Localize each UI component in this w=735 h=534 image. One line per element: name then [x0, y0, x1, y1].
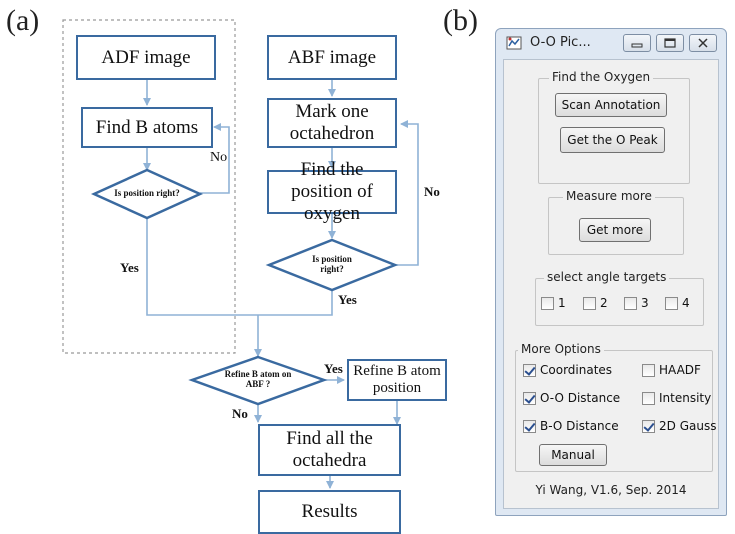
checkbox[interactable] [642, 363, 655, 377]
maximize-button[interactable] [656, 34, 684, 52]
checkbox-haadf[interactable]: HAADF [642, 363, 701, 377]
title-bar[interactable]: O-O Pic... [496, 29, 726, 57]
group-title-more-options: More Options [518, 342, 604, 356]
edge-label-yes-mid: Yes [338, 292, 357, 307]
checkbox[interactable] [523, 391, 536, 405]
maximize-icon [664, 38, 676, 48]
flowchart-connectors [62, 19, 419, 489]
decision-diamond-2 [265, 238, 399, 292]
option-label: Coordinates [540, 363, 613, 377]
option-label: B-O Distance [540, 419, 619, 433]
group-find-oxygen: Find the Oxygen Scan Annotation Get the … [538, 70, 690, 184]
box-abf-image: ABF image [267, 35, 397, 80]
checkbox[interactable] [583, 296, 596, 310]
decision-label-2: Is position right? [312, 254, 352, 274]
checkbox-oo-distance[interactable]: O-O Distance [523, 391, 620, 405]
window-title: O-O Pic... [530, 35, 591, 50]
group-more-options: More Options Coordinates HAADF O-O Dista… [515, 342, 716, 472]
group-title-find-oxygen: Find the Oxygen [549, 70, 654, 84]
checkbox-bo-distance[interactable]: B-O Distance [523, 419, 619, 433]
minimize-button[interactable] [623, 34, 651, 52]
checkbox[interactable] [642, 419, 655, 433]
angle-label-2: 2 [600, 296, 608, 310]
checkbox[interactable] [541, 296, 554, 310]
edge-label-no-bottom: No [232, 406, 248, 421]
checkbox-2d-gauss[interactable]: 2D Gauss [642, 419, 716, 433]
get-more-button[interactable]: Get more [579, 218, 651, 242]
edge-label-no-left: No [210, 150, 228, 165]
decision-label-1: Is position right? [114, 188, 180, 199]
panel-label-b: (b) [443, 4, 478, 37]
minimize-icon [631, 43, 643, 48]
checkbox[interactable] [624, 296, 637, 310]
close-button[interactable] [689, 34, 717, 52]
panel-label-a: (a) [6, 4, 40, 37]
version-footer: Yi Wang, V1.6, Sep. 2014 [535, 483, 687, 497]
group-title-measure-more: Measure more [563, 189, 655, 203]
checkbox[interactable] [665, 296, 678, 310]
adf-dotted-region [62, 19, 236, 354]
box-find-oxygen: Find the position of oxygen [267, 159, 397, 224]
angle-checkbox-1[interactable]: 1 [541, 296, 566, 310]
option-label: O-O Distance [540, 391, 621, 405]
box-refine-b: Refine B atom position [347, 359, 447, 401]
option-label: HAADF [659, 363, 701, 377]
box-results: Results [258, 490, 401, 534]
box-mark-octahedron: Mark one octahedron [267, 98, 397, 148]
get-o-peak-button[interactable]: Get the O Peak [560, 127, 665, 153]
manual-button[interactable]: Manual [539, 444, 607, 466]
app-window: O-O Pic... Find the Oxygen Scan Annotati… [495, 28, 727, 516]
window-client: Find the Oxygen Scan Annotation Get the … [503, 59, 719, 509]
scan-annotation-button[interactable]: Scan Annotation [555, 93, 667, 117]
edge-label-no-right: No [424, 184, 440, 199]
decision-label-3: Refine B atom on ABF ? [224, 369, 292, 389]
app-icon [506, 36, 522, 50]
checkbox[interactable] [642, 391, 655, 405]
option-label: 2D Gauss [659, 419, 717, 433]
edge-label-yes-left: Yes [120, 260, 139, 275]
checkbox[interactable] [523, 363, 536, 377]
decision-diamond-1 [90, 168, 204, 220]
edge-label-yes-right: Yes [324, 361, 343, 376]
angle-label-1: 1 [558, 296, 566, 310]
angle-checkbox-4[interactable]: 4 [665, 296, 690, 310]
angle-checkbox-3[interactable]: 3 [624, 296, 649, 310]
checkbox-intensity[interactable]: Intensity [642, 391, 711, 405]
checkbox[interactable] [523, 419, 536, 433]
angle-label-4: 4 [682, 296, 690, 310]
checkbox-coordinates[interactable]: Coordinates [523, 363, 612, 377]
option-label: Intensity [659, 391, 712, 405]
close-icon [698, 38, 708, 48]
group-title-angle-targets: select angle targets [544, 270, 670, 284]
angle-label-3: 3 [641, 296, 649, 310]
box-adf-image: ADF image [76, 35, 216, 80]
group-angle-targets: select angle targets 1 2 3 4 [535, 270, 704, 326]
decision-diamond-3 [188, 355, 328, 406]
box-find-b-atoms: Find B atoms [81, 107, 213, 148]
group-measure-more: Measure more Get more [548, 189, 684, 255]
angle-checkbox-2[interactable]: 2 [583, 296, 608, 310]
box-find-all-octahedra: Find all the octahedra [258, 424, 401, 476]
